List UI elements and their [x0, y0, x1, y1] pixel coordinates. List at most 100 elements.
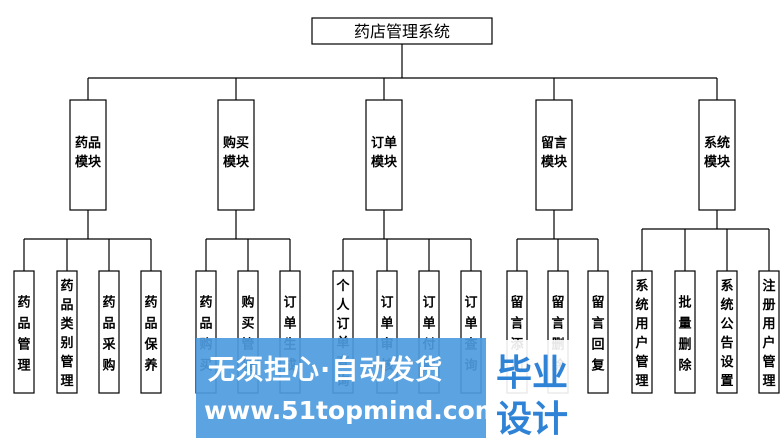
- vertical-char: 药: [60, 278, 73, 294]
- vertical-char: 户: [635, 335, 648, 351]
- vertical-char: 品: [199, 316, 212, 331]
- child-box-0-0: [13, 270, 35, 394]
- child-box-0-1: [56, 270, 78, 394]
- vertical-char: 购: [102, 357, 115, 373]
- vertical-char: 药: [17, 294, 30, 310]
- vertical-char: 管: [635, 354, 648, 370]
- vertical-char: 买: [241, 316, 254, 331]
- child-box-4-3: [758, 270, 780, 394]
- vertical-char: 单: [422, 315, 435, 331]
- vertical-char: 单: [464, 315, 477, 331]
- vertical-char: 药: [199, 294, 212, 310]
- vertical-char: 管: [762, 354, 775, 370]
- vertical-char: 养: [143, 357, 158, 373]
- module-box-2: [365, 99, 403, 211]
- watermark-logo-bottom: 设计: [496, 399, 569, 440]
- watermark-slogan: 无须担心·自动发货: [208, 355, 444, 386]
- vertical-char: 品: [17, 316, 30, 331]
- vertical-char: 册: [762, 298, 775, 313]
- vertical-char: 户: [762, 335, 775, 351]
- child-box-4-1: [674, 270, 696, 394]
- watermark-logo: 毕业 设计: [488, 340, 574, 440]
- vertical-char: 批: [678, 294, 691, 310]
- vertical-char: 人: [336, 297, 350, 313]
- vertical-char: 别: [59, 336, 73, 351]
- vertical-char: 置: [720, 374, 733, 389]
- vertical-char: 系: [635, 278, 648, 294]
- diagram-connectors: [23, 44, 770, 271]
- module-box-1: [217, 99, 255, 211]
- vertical-char: 统: [720, 297, 733, 313]
- module-label-line2-3: 模块: [541, 154, 568, 170]
- vertical-char: 采: [101, 336, 116, 352]
- module-label-line1-3: 留言: [541, 135, 567, 151]
- root-node-box: [311, 17, 493, 45]
- vertical-char: 留: [510, 294, 523, 310]
- vertical-char: 公: [720, 317, 733, 332]
- vertical-char: 个: [335, 278, 350, 294]
- module-label-line2-4: 模块: [704, 154, 731, 170]
- vertical-char: 言: [591, 315, 604, 331]
- watermark-banner: 无须担心·自动发货 www.51topmind.com 毕业 设计: [196, 338, 574, 440]
- child-box-4-2: [716, 270, 738, 394]
- vertical-char: 理: [60, 374, 73, 389]
- child-box-0-2: [98, 270, 120, 394]
- vertical-char: 理: [762, 374, 775, 389]
- vertical-char: 品: [144, 316, 157, 331]
- diagram-nodes: 药店管理系统药品模块药品管理药品类别管理药品采购药品保养购买模块药品购买购买管理…: [13, 17, 780, 394]
- watermark-url: www.51topmind.com: [204, 396, 501, 425]
- module-box-4: [698, 99, 736, 211]
- module-box-0: [69, 99, 107, 211]
- vertical-char: 言: [551, 315, 564, 331]
- vertical-char: 药: [102, 294, 115, 310]
- module-label-line2-2: 模块: [371, 154, 398, 170]
- module-label-line2-0: 模块: [75, 154, 102, 170]
- module-label-line2-1: 模块: [223, 154, 250, 170]
- vertical-char: 除: [678, 357, 692, 373]
- vertical-char: 订: [283, 294, 296, 310]
- vertical-char: 管: [17, 336, 30, 352]
- vertical-char: 留: [591, 294, 604, 310]
- vertical-char: 告: [720, 335, 733, 351]
- vertical-char: 删: [678, 336, 691, 352]
- vertical-char: 量: [678, 316, 691, 331]
- module-box-3: [535, 99, 573, 211]
- vertical-char: 订: [422, 294, 435, 310]
- child-box-4-0: [631, 270, 653, 394]
- vertical-char: 理: [635, 374, 648, 389]
- child-box-3-2: [587, 270, 609, 394]
- vertical-char: 订: [336, 316, 349, 332]
- vertical-char: 单: [380, 315, 393, 331]
- watermark-logo-top: 毕业: [496, 353, 569, 394]
- vertical-char: 系: [720, 278, 733, 294]
- vertical-char: 用: [761, 317, 775, 332]
- vertical-char: 订: [464, 294, 477, 310]
- vertical-char: 统: [635, 297, 648, 313]
- vertical-char: 回: [591, 337, 604, 352]
- child-box-0-3: [140, 270, 162, 394]
- vertical-char: 言: [510, 315, 523, 331]
- vertical-char: 品: [60, 298, 73, 313]
- module-label-line1-1: 购买: [223, 135, 249, 151]
- root-node-label: 药店管理系统: [354, 22, 450, 41]
- vertical-char: 保: [143, 336, 158, 352]
- module-label-line1-0: 药品: [75, 135, 101, 151]
- vertical-char: 订: [380, 294, 393, 310]
- vertical-char: 购: [241, 294, 254, 310]
- vertical-char: 管: [60, 354, 73, 370]
- vertical-char: 品: [102, 316, 115, 331]
- vertical-char: 设: [720, 355, 734, 370]
- module-label-line1-2: 订单: [371, 135, 397, 151]
- vertical-char: 复: [590, 357, 605, 373]
- vertical-char: 理: [17, 358, 30, 373]
- vertical-char: 留: [551, 294, 564, 310]
